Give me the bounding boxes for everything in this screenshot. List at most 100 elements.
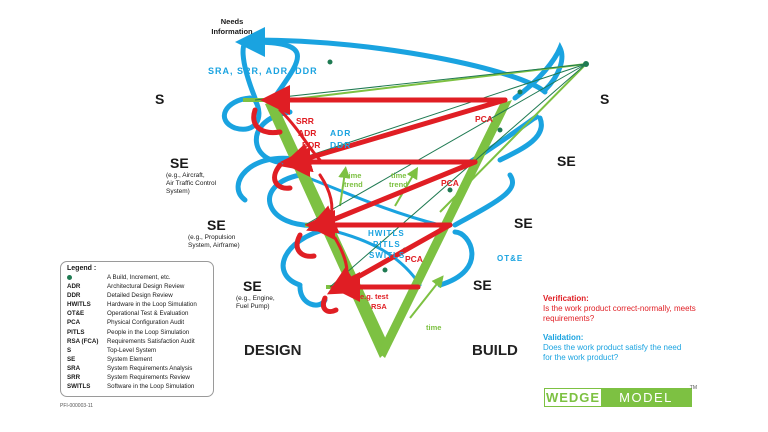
svg-text:PCA: PCA [441, 178, 459, 188]
svg-text:trend: trend [344, 180, 363, 189]
svg-text:time: time [346, 171, 361, 180]
blue-label-top: SRA, SRR, ADR, DDR [208, 66, 318, 76]
legend-item: SRA System Requirements Analysis [67, 364, 207, 373]
verification-text-2: requirements? [543, 314, 595, 323]
legend-definition: System Requirements Review [107, 374, 190, 382]
right-level-se-1: SE [557, 153, 576, 169]
svg-text:RSA: RSA [371, 302, 387, 311]
legend-item: S Top-Level System [67, 346, 207, 355]
time-trend-labels: time trend time trend time [344, 171, 441, 332]
design-label: DESIGN [244, 342, 302, 359]
legend-abbr: PCA [67, 319, 81, 327]
legend-abbr: SRR [67, 374, 81, 382]
legend-item: RSA (FCA)Requirements Satisfaction Audit [67, 337, 207, 346]
legend-item: PITLS People in the Loop Simulation [67, 328, 207, 337]
svg-text:System, Airframe): System, Airframe) [188, 242, 240, 249]
right-level-se-3: SE [473, 277, 492, 293]
svg-text:Air Traffic Control: Air Traffic Control [166, 180, 217, 187]
svg-text:(e.g., Engine,: (e.g., Engine, [236, 295, 275, 302]
svg-text:DDR: DDR [330, 140, 351, 150]
legend-definition: Architectural Design Review [107, 283, 185, 291]
legend-abbr: OT&E [67, 310, 85, 318]
legend-abbr: S [67, 346, 72, 354]
build-dot-icon [67, 274, 72, 280]
blue-review-labels: ADR DDR HWITLS PITLS SWITLS OT&E [330, 128, 523, 263]
legend-definition: People in the Loop Simulation [107, 328, 190, 336]
logo-model: MODEL [601, 389, 691, 406]
validation-text-1: Does the work product satisfy the need [543, 343, 682, 352]
svg-text:ADR: ADR [298, 128, 316, 138]
svg-text:SE: SE [170, 155, 189, 171]
svg-text:DDR: DDR [302, 140, 320, 150]
legend-abbr: PITLS [67, 328, 85, 336]
left-level-se-3: SE (e.g., Engine, Fuel Pump) [236, 278, 275, 310]
legend-item: A Build, Increment, etc. [67, 273, 207, 282]
legend-abbr: SWITLS [67, 383, 91, 391]
legend-item: SWITLS Software in the Loop Simulation [67, 382, 207, 391]
right-level-se-2: SE [514, 215, 533, 231]
legend-definition: Operational Test & Evaluation [107, 310, 189, 318]
legend: Legend : A Build, Increment, etc. ADR Arch… [60, 261, 214, 397]
legend-title: Legend : [67, 265, 97, 272]
red-review-labels: SRR ADR DDR PCA PCA PCA e.g. test RSA [296, 114, 493, 311]
svg-text:Needs: Needs [221, 17, 244, 26]
svg-text:PCA: PCA [405, 254, 423, 264]
svg-text:(e.g., Propulsion: (e.g., Propulsion [188, 234, 236, 241]
svg-text:time: time [426, 323, 441, 332]
svg-text:System): System) [166, 188, 190, 195]
verification-note: Verification: Is the work product correc… [543, 294, 743, 324]
legend-definition: Requirements Satisfaction Audit [107, 337, 195, 345]
legend-definition: Physical Configuration Audit [107, 319, 185, 327]
red-verification-arrows [251, 85, 508, 314]
legend-item: HWITLS Hardware in the Loop Simulation [67, 300, 207, 309]
svg-text:SWITLS: SWITLS [369, 251, 405, 260]
logo-trademark: TM [689, 385, 697, 391]
svg-text:ADR: ADR [330, 128, 351, 138]
legend-abbr: ADR [67, 283, 81, 291]
svg-text:Fuel Pump): Fuel Pump) [236, 303, 270, 310]
legend-item: OT&E Operational Test & Evaluation [67, 309, 207, 318]
legend-item: SRR System Requirements Review [67, 373, 207, 382]
validation-text-2: for the work product? [543, 353, 619, 362]
green-wedge [243, 63, 587, 358]
wedge-model-logo: WEDGE MODEL TM [544, 385, 697, 407]
legend-abbr: DDR [67, 292, 81, 300]
legend-definition: System Requirements Analysis [107, 364, 193, 372]
left-level-se-2: SE (e.g., Propulsion System, Airframe) [188, 217, 240, 249]
svg-text:OT&E: OT&E [497, 254, 523, 263]
legend-definition: Hardware in the Loop Simulation [107, 301, 197, 309]
svg-text:PITLS: PITLS [373, 240, 401, 249]
legend-abbr [67, 273, 107, 282]
legend-definition: Software in the Loop Simulation [107, 383, 195, 391]
validation-note: Validation: Does the work product satisf… [543, 333, 743, 363]
needs-information-label: Needs Information [211, 17, 253, 36]
svg-text:SE: SE [207, 217, 226, 233]
right-level-s: S [600, 91, 609, 107]
validation-heading: Validation: [543, 333, 584, 342]
svg-text:trend: trend [389, 180, 408, 189]
legend-definition: Top-Level System [107, 346, 157, 354]
legend-item: PCA Physical Configuration Audit [67, 318, 207, 327]
verification-heading: Verification: [543, 294, 589, 303]
svg-text:SE: SE [243, 278, 262, 294]
verification-text-1: Is the work product correct-normally, me… [543, 304, 696, 313]
svg-text:e.g. test: e.g. test [360, 292, 389, 301]
left-level-se-1: SE (e.g., Aircraft, Air Traffic Control … [166, 155, 217, 195]
svg-text:HWITLS: HWITLS [368, 229, 405, 238]
svg-text:time: time [391, 171, 406, 180]
legend-abbr: HWITLS [67, 301, 91, 309]
increment-dots [254, 59, 589, 288]
svg-text:PCA: PCA [475, 114, 493, 124]
legend-abbr: SE [67, 355, 76, 363]
logo-wedge: WEDGE [545, 389, 601, 406]
legend-item: DDR Detailed Design Review [67, 291, 207, 300]
legend-definition: Detailed Design Review [107, 292, 173, 300]
legend-abbr: SRA [67, 364, 81, 372]
svg-text:(e.g., Aircraft,: (e.g., Aircraft, [166, 172, 205, 179]
document-id: PFI-000003-11 [60, 403, 93, 409]
svg-text:Information: Information [211, 27, 253, 36]
legend-definition: A Build, Increment, etc. [107, 274, 171, 281]
svg-text:SRR: SRR [296, 116, 314, 126]
legend-rows: A Build, Increment, etc. ADR Architectural… [67, 273, 207, 391]
